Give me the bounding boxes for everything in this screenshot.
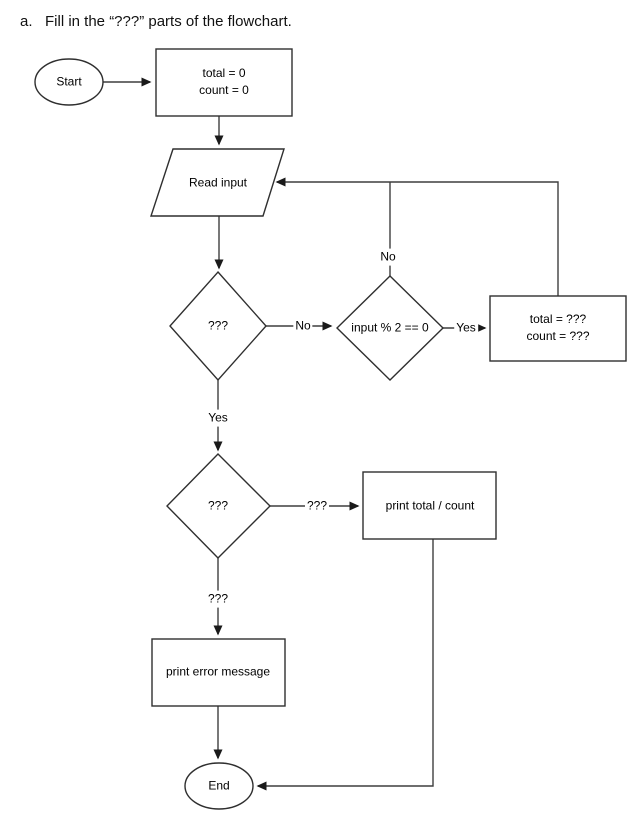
edge-label-decision2-yes: Yes xyxy=(454,319,478,337)
update-process-shape xyxy=(489,295,627,362)
decision3-label: ??? xyxy=(207,498,229,513)
decision3-diamond-shape xyxy=(166,453,271,559)
end-label: End xyxy=(208,778,230,793)
print-error-process-shape xyxy=(151,638,286,707)
init-process-shape xyxy=(155,48,293,117)
read-input-parallelogram-shape xyxy=(150,148,285,217)
page-title: a. Fill in the “???” parts of the flowch… xyxy=(20,13,292,30)
edge-label-decision1-yes: Yes xyxy=(206,409,230,427)
edge-print-to-end xyxy=(256,539,434,791)
print-error-label: print error message xyxy=(165,664,271,679)
init-label: total = 0 count = 0 xyxy=(199,66,249,97)
edge-label-decision2-no: No xyxy=(378,248,398,266)
page-title-text: Fill in the “???” parts of the flowchart… xyxy=(45,13,292,30)
print-result-label: print total / count xyxy=(385,498,475,513)
start-label: Start xyxy=(56,74,82,89)
edge-update-loop-to-read xyxy=(275,177,559,296)
start-terminator-shape xyxy=(34,58,104,106)
edge-label-decision1-no: No xyxy=(293,317,313,335)
decision2-label: input % 2 == 0 xyxy=(351,320,429,335)
decision2-diamond-shape xyxy=(336,275,444,381)
list-marker: a. xyxy=(20,13,33,30)
edge-label-decision3-right: ??? xyxy=(304,497,330,515)
end-terminator-shape xyxy=(184,762,254,810)
edge-label-decision3-down: ??? xyxy=(205,590,231,608)
print-result-process-shape xyxy=(362,471,497,540)
read-input-label: Read input xyxy=(188,175,248,190)
decision1-label: ??? xyxy=(207,318,229,333)
decision1-diamond-shape xyxy=(169,270,267,382)
update-label: total = ??? count = ??? xyxy=(526,312,590,343)
